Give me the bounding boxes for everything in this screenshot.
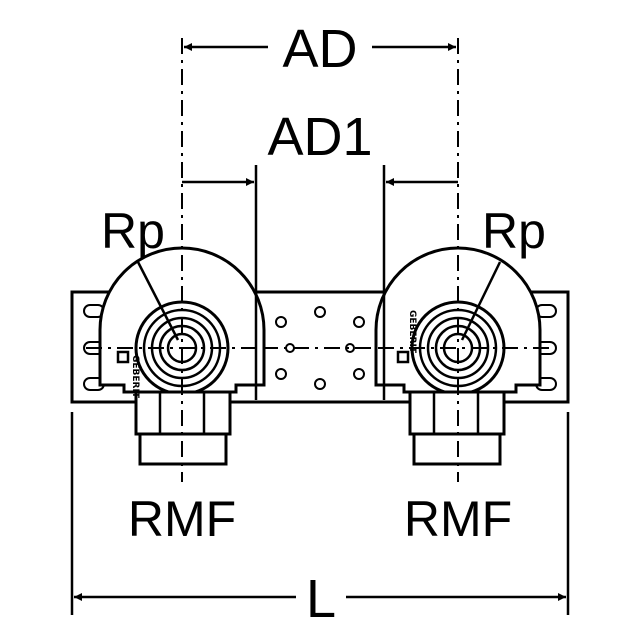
rp-annotations: Rp Rp [101, 203, 546, 341]
dimension-label-ad1: AD1 [267, 107, 372, 167]
dimension-label-ad: AD [282, 19, 357, 79]
thread-label-rp-right: Rp [482, 203, 546, 259]
screw-hole [275, 316, 287, 328]
dimension-l: L [74, 569, 566, 629]
dimension-label-l: L [306, 569, 336, 629]
dimension-ad1: AD1 [182, 107, 458, 186]
brand-mark: GEBERIT [130, 355, 140, 399]
screw-hole [314, 378, 326, 390]
thread-label-rp-left: Rp [101, 203, 165, 259]
screw-hole [353, 316, 365, 328]
thread-label-rmf-right: RMF [404, 491, 512, 547]
screw-hole [314, 306, 326, 318]
screw-hole [275, 368, 287, 380]
thread-label-rmf-left: RMF [128, 491, 236, 547]
screw-hole [285, 343, 295, 353]
dimension-ad: AD [184, 19, 456, 79]
screw-hole [353, 368, 365, 380]
centre-lines [70, 38, 570, 615]
brand-mark: GEBERIT [407, 310, 417, 354]
rmf-annotations: RMF RMF [128, 491, 512, 547]
